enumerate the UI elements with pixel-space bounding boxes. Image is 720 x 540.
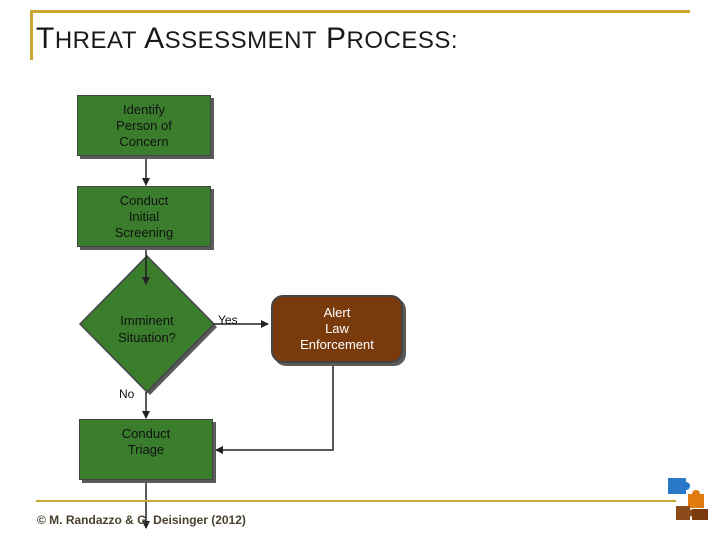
- initial-screening-box: Conduct Initial Screening: [77, 186, 211, 247]
- yes-branch-label: Yes: [218, 313, 238, 327]
- slide-title: THREAT ASSESSMENT PROCESS:: [36, 22, 458, 56]
- title-w2-cap: A: [144, 22, 165, 55]
- decision-diamond: [78, 254, 216, 394]
- no-branch-label: No: [119, 387, 135, 401]
- frame-left-rule: [30, 10, 33, 60]
- alert-law-enforcement-label: Alert Law Enforcement: [300, 305, 374, 352]
- title-w3-cap: P: [325, 22, 347, 55]
- arrow-alert-to-triage: [215, 362, 334, 454]
- puzzle-logo-icon: [668, 478, 708, 520]
- title-w2-rest: SSESSMENT: [164, 27, 318, 54]
- identify-person-box: Identify Person of Concern: [77, 95, 211, 156]
- copyright-footer: © M. Randazzo & G. Deisinger (2012): [37, 513, 246, 527]
- conduct-triage-label: Conduct Triage: [121, 426, 171, 457]
- conduct-triage-box: Conduct Triage: [79, 419, 213, 480]
- title-w3-rest: ROCESS:: [346, 27, 459, 54]
- frame-top-rule: [30, 10, 690, 13]
- identify-person-label: Identify Person of Concern: [116, 101, 172, 149]
- initial-screening-label: Conduct Initial Screening: [114, 192, 174, 240]
- title-w1-rest: HREAT: [54, 27, 137, 54]
- title-w1-cap: T: [36, 22, 55, 55]
- decision-label: Imminent Situation?: [118, 313, 176, 345]
- alert-law-enforcement-box: Alert Law Enforcement: [271, 295, 403, 363]
- footer-rule: [36, 500, 676, 502]
